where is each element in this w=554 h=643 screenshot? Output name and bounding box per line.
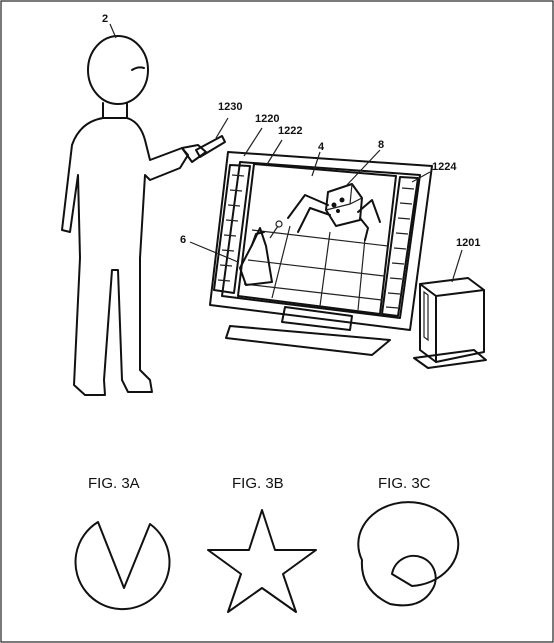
right-speaker-grille [385,187,415,309]
label-4: 4 [318,141,325,153]
character-staff-orb [275,220,283,228]
enemy-legs [287,194,381,241]
leader-2 [109,23,117,39]
floor-grid-vertical [271,225,366,311]
leader-8 [345,149,381,187]
console-slot [423,290,429,342]
label-1222: 1222 [278,125,302,137]
leader-1201 [451,249,463,283]
character-staff [269,225,279,239]
label-6: 6 [180,234,186,246]
character-hat-brim [251,231,265,246]
leader-4 [311,151,321,177]
user-head [87,35,149,105]
user-neck [102,102,128,119]
console-edges [419,283,485,363]
fig-3a-label: FIG. 3A [88,475,140,492]
label-2: 2 [102,13,108,25]
gesture-3b-shape [207,509,317,613]
left-speaker-grille [217,174,245,282]
console-stand [413,349,487,369]
enemy-edges [325,183,363,211]
monitor-neck [281,306,353,331]
label-1220: 1220 [255,113,279,125]
character-body [239,227,273,286]
leader-6 [189,241,239,263]
user-eyebrow [131,66,145,71]
user-hand [181,144,207,163]
monitor-base [225,325,391,356]
leader-1230 [215,117,229,139]
fig-3c-label: FIG. 3C [378,475,431,492]
display-monitor [209,151,433,356]
enemy-eye-lower [336,209,340,213]
fig-3b-label: FIG. 3B [232,475,284,492]
label-1230: 1230 [218,101,242,113]
leader-1224 [411,171,431,183]
console-body [419,277,485,363]
gesture-3a-shape [74,521,171,611]
motion-controller [195,135,226,158]
enemy-eye-left [331,202,337,208]
floor-grid-horizontal [243,229,389,301]
leader-1220 [243,127,263,157]
label-8: 8 [378,139,384,151]
monitor-bezel [209,151,433,331]
user-figure [61,35,207,396]
label-1224: 1224 [432,161,457,173]
leader-1222 [265,139,283,167]
user-body [61,117,189,396]
game-console [413,277,487,369]
monitor-screen [237,163,397,315]
game-scene [189,149,389,311]
right-speaker [381,176,419,317]
gesture-3c-shape [357,501,460,607]
label-1201: 1201 [456,237,480,249]
enemy-eye-right [339,197,345,203]
left-speaker [213,164,251,294]
